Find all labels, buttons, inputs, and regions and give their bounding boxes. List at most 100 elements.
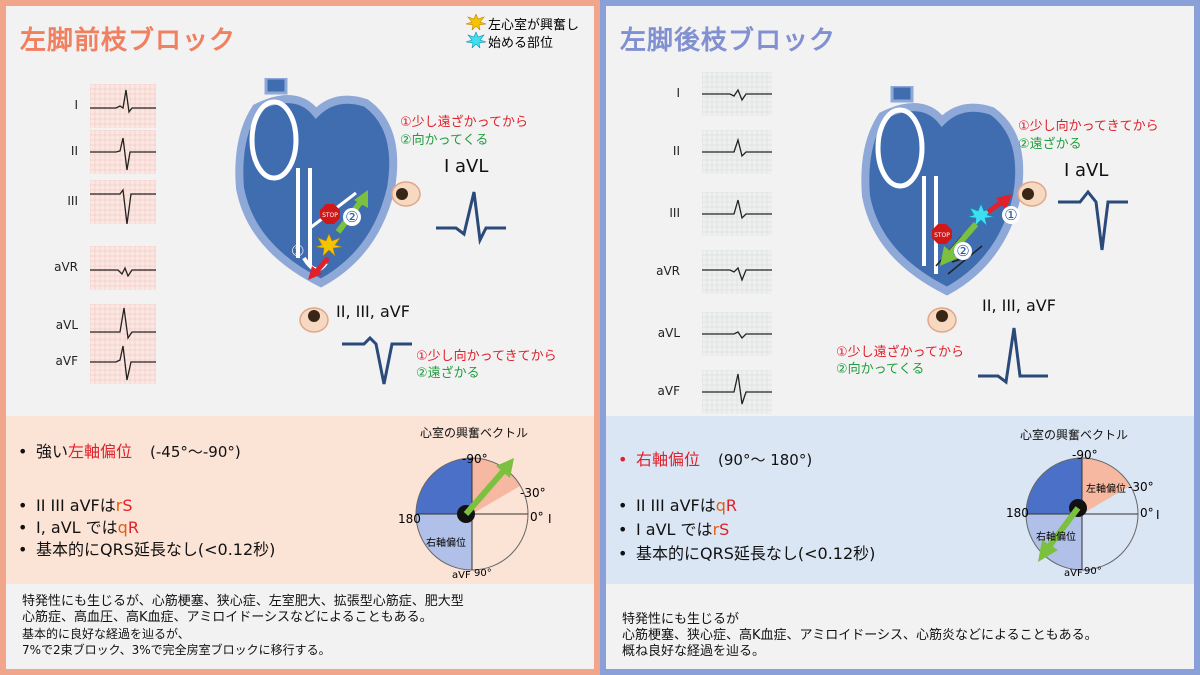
lead-label: aVF (55, 354, 78, 368)
lead-label: aVL (55, 318, 78, 332)
ecg-strip (90, 84, 156, 128)
legend-line1: 左心室が興奮し (488, 18, 580, 33)
right-marker-2: ② (954, 242, 972, 260)
left-bottom-note1: ①少し向かってきてから (416, 349, 557, 364)
eye-icon (299, 307, 329, 333)
right-bottom-note2: ②向かってくる (836, 362, 925, 377)
left-vlabel-left: 180 (398, 512, 421, 526)
right-marker-1: ① (1002, 206, 1020, 224)
left-vlabel-right: 0° (530, 510, 544, 524)
left-summary: •強い左軸偏位(-45°～-90°) •II III aVFはrS •I, aV… (6, 416, 594, 584)
ecg-strip (90, 180, 156, 224)
right-bottom-qrs (978, 327, 1048, 385)
cyan-burst-icon (466, 32, 486, 48)
lead-label: III (669, 206, 680, 220)
red-arrow-icon (308, 256, 330, 280)
lead-label: I (676, 86, 680, 100)
yellow-burst-icon (316, 234, 342, 256)
ecg-strip (702, 130, 772, 174)
right-vlabel-leftdev: 左軸偏位 (1086, 484, 1126, 495)
left-footnote: 特発性にも生じるが、心筋梗塞、狭心症、左室肥大、拡張型心筋症、肥大型 心筋症、高… (6, 584, 594, 669)
ecg-strip (702, 370, 772, 414)
right-vlabel-m30: -30° (1128, 480, 1154, 494)
right-vlabel-top: -90° (1072, 448, 1098, 462)
right-bullet-1: •右軸偏位(90°～ 180°) (618, 450, 813, 469)
right-bullet-3: •I aVL ではrS (618, 520, 730, 539)
left-marker-1: ① (291, 242, 305, 260)
left-vlabel-top: -90° (462, 452, 488, 466)
left-vlabel-bottom: aVF (452, 570, 471, 581)
right-vector-title: 心室の興奮ベクトル (1020, 428, 1129, 442)
right-summary: •右軸偏位(90°～ 180°) •II III aVFはqR •I aVL で… (606, 416, 1194, 584)
stop-sign-icon: STOP (320, 204, 340, 224)
left-bottom-qrs (342, 335, 412, 385)
lead-label: I (74, 98, 78, 112)
legend: 左心室が興奮し 始める部位 (466, 14, 596, 51)
lead-label: II (672, 144, 680, 158)
left-title: 左脚前枝ブロック (20, 26, 237, 56)
ecg-strip (702, 192, 772, 236)
left-bottom-note2: ②遠ざかる (416, 366, 480, 381)
ecg-strip (702, 250, 772, 294)
lead-label: aVF (657, 384, 680, 398)
right-top-note1: ①少し向かってきてから (1018, 119, 1159, 134)
right-title: 左脚後枝ブロック (620, 26, 837, 56)
eye-icon (1017, 181, 1047, 207)
yellow-burst-icon (466, 14, 486, 30)
svg-text:STOP: STOP (934, 232, 950, 239)
lead-label: aVR (656, 264, 680, 278)
right-vector-circle (1025, 457, 1139, 571)
ecg-strip (702, 312, 772, 356)
ecg-strip (90, 246, 156, 290)
lead-label: aVR (54, 260, 78, 274)
svg-text:STOP: STOP (322, 212, 338, 219)
left-bottom-lead-label: II, III, aVF (336, 302, 410, 321)
left-bullet-3: •I, aVL ではqR (18, 518, 139, 537)
right-top-qrs (1058, 189, 1128, 251)
legend-line2: 始める部位 (488, 36, 554, 51)
right-footnote-line: 特発性にも生じるが (622, 612, 740, 627)
left-footnote-line: 心筋症、高血圧、高K血症、アミロイドーシスなどによることもある。 (22, 610, 433, 625)
left-bullet-2: •II III aVFはrS (18, 496, 133, 515)
right-footnote-line: 概ね良好な経過を辿る。 (622, 644, 766, 659)
left-bullet-4: •基本的にQRS延長なし(<0.12秒) (18, 540, 276, 559)
left-footnote-line: 基本的に良好な経過を辿るが、 (22, 627, 190, 641)
left-vlabel-rightdev: 右軸偏位 (426, 538, 466, 549)
ecg-strip (702, 72, 772, 116)
red-arrow-icon (986, 194, 1012, 215)
left-top-qrs (436, 191, 506, 246)
right-vlabel-left: 180 (1006, 506, 1029, 520)
right-footnote: 特発性にも生じるが 心筋梗塞、狭心症、高K血症、アミロイドーシス、心筋炎などによ… (606, 584, 1194, 669)
left-bullet-1: •強い左軸偏位(-45°～-90°) (18, 442, 241, 461)
lead-label: II (70, 144, 78, 158)
right-vlabel-i: I (1156, 508, 1160, 522)
right-vlabel-bottom: aVF (1064, 568, 1083, 579)
right-bottom-note1: ①少し遠ざかってから (836, 345, 965, 360)
right-bullet-4: •基本的にQRS延長なし(<0.12秒) (618, 544, 876, 563)
left-vlabel-m30: -30° (520, 486, 546, 500)
left-footnote-line: 特発性にも生じるが、心筋梗塞、狭心症、左室肥大、拡張型心筋症、肥大型 (22, 594, 464, 609)
eye-icon (927, 307, 957, 333)
right-top-note2: ②遠ざかる (1018, 137, 1082, 152)
right-vlabel-rightdev: 右軸偏位 (1036, 532, 1076, 543)
lead-label: III (67, 194, 78, 208)
eye-icon (391, 181, 421, 207)
left-vector-title: 心室の興奮ベクトル (420, 426, 529, 440)
ecg-strip (90, 340, 156, 384)
left-footnote-line: 7%で2束ブロック、3%で完全房室ブロックに移行する。 (22, 643, 331, 657)
left-top-note2: ②向かってくる (400, 133, 489, 148)
left-vlabel-b90: 90° (474, 568, 492, 579)
left-vector-circle (415, 457, 529, 571)
ecg-strip (90, 130, 156, 174)
right-footnote-line: 心筋梗塞、狭心症、高K血症、アミロイドーシス、心筋炎などによることもある。 (622, 628, 1098, 643)
left-vlabel-i: I (548, 512, 552, 526)
right-bullet-2: •II III aVFはqR (618, 496, 738, 515)
left-heart-diagram (235, 78, 398, 288)
right-vlabel-right: 0° (1140, 506, 1154, 520)
stop-sign-icon: STOP (932, 224, 952, 244)
left-marker-2: ② (343, 208, 361, 226)
